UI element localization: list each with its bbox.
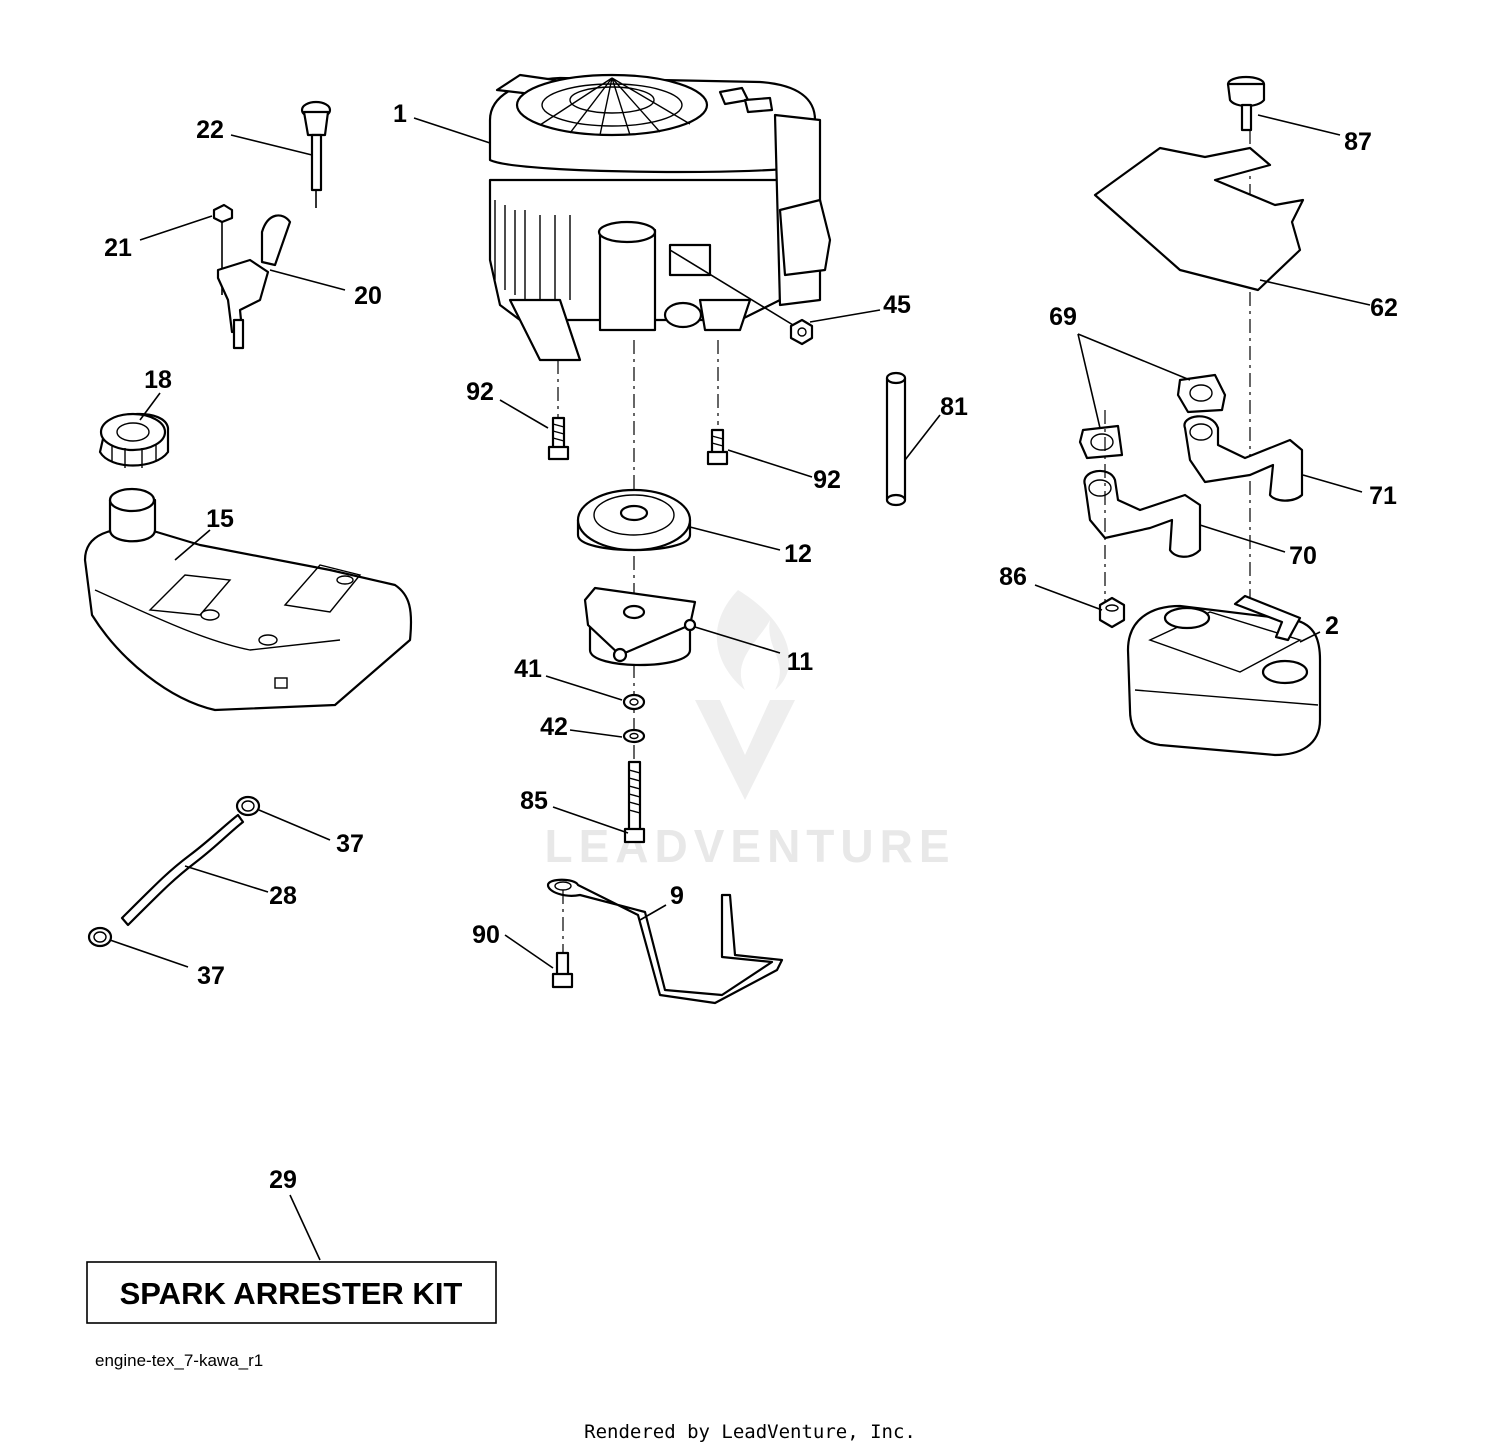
spacer-tube-81-part	[885, 371, 907, 507]
exhaust-pipe-70-part	[1083, 469, 1202, 558]
callout-clamp-lower: 37	[197, 962, 225, 990]
callout-pulley: 12	[784, 540, 812, 568]
callout-choke-knob: 22	[196, 116, 224, 144]
engine-part	[488, 73, 832, 362]
callout-knob-87: 87	[1344, 128, 1372, 156]
fuel-hose-28-part	[120, 813, 245, 927]
callout-gaskets: 69	[1049, 303, 1077, 331]
washer-42-part	[622, 728, 646, 744]
pulley-part	[576, 488, 692, 552]
hose-clamp-37-lower-part	[87, 926, 113, 948]
fuel-cap-18-part	[98, 412, 170, 468]
bolt-92-right-part	[706, 428, 729, 466]
callout-spacer-tube: 81	[940, 393, 968, 421]
watermark-text: LEADVENTURE	[544, 820, 955, 872]
bolt-92-left-part	[547, 416, 570, 461]
knob-87-part	[1226, 75, 1266, 600]
callout-throttle-screw: 21	[104, 234, 132, 262]
callout-exhaust-pipe-right: 71	[1369, 482, 1397, 510]
callout-fuel-tank: 15	[206, 505, 234, 533]
callout-heat-shield: 62	[1370, 294, 1398, 322]
callout-pto-clutch: 11	[787, 648, 814, 676]
watermark: LEADVENTURE	[544, 590, 955, 872]
pto-clutch-part	[583, 586, 697, 667]
callout-engine: 1	[393, 100, 407, 128]
callout-bracket-bolt: 90	[472, 921, 500, 949]
callout-throttle-control: 20	[354, 282, 382, 310]
nut-86-part	[1098, 596, 1126, 629]
callout-muffler: 2	[1325, 612, 1339, 640]
callout-spark-arrester: 29	[269, 1166, 297, 1194]
nut-45-part	[669, 249, 814, 346]
callout-bolt-right: 92	[813, 466, 841, 494]
callout-exhaust-pipe-left: 70	[1289, 542, 1317, 570]
heat-shield-62-part	[1093, 146, 1305, 292]
callout-fuel-hose: 28	[269, 882, 297, 910]
render-credit: Rendered by LeadVenture, Inc.	[584, 1421, 916, 1443]
washer-41-part	[622, 693, 646, 711]
callout-mount-bolt: 85	[520, 787, 548, 815]
callout-washer-41: 41	[514, 655, 542, 683]
diagram-code: engine-tex_7-kawa_r1	[95, 1351, 263, 1370]
gasket-69-lower-part	[1078, 424, 1124, 460]
fuel-tank-15-part	[83, 487, 413, 712]
callout-washer-42: 42	[540, 713, 568, 741]
callout-clamp-upper: 37	[336, 830, 364, 858]
callout-muffler-bracket: 9	[670, 882, 684, 910]
throttle-control-20-part	[216, 214, 292, 350]
bracket-bolt-90-part	[551, 890, 574, 989]
callout-nut-45: 45	[883, 291, 911, 319]
callout-fuel-cap: 18	[144, 366, 172, 394]
callout-nut-86: 86	[999, 563, 1027, 591]
callout-labels: 1 22 21 20 18 15 92 92 12 11 41 42 85 45…	[104, 100, 1398, 1194]
spark-arrester-kit-box: SPARK ARRESTER KIT	[86, 1261, 497, 1324]
muffler-bracket-9-part	[546, 878, 784, 1005]
hose-clamp-37-upper-part	[235, 795, 261, 817]
exhaust-pipe-71-part	[1183, 415, 1304, 502]
spark-arrester-kit-label: SPARK ARRESTER KIT	[120, 1276, 463, 1311]
mount-bolt-85-part	[623, 760, 646, 844]
callout-bolt-left: 92	[466, 378, 494, 406]
muffler-2-part	[1126, 594, 1322, 757]
choke-knob-22-part	[300, 100, 332, 208]
gasket-69-upper-part	[1176, 373, 1227, 414]
leader-lines	[109, 114, 1371, 1261]
